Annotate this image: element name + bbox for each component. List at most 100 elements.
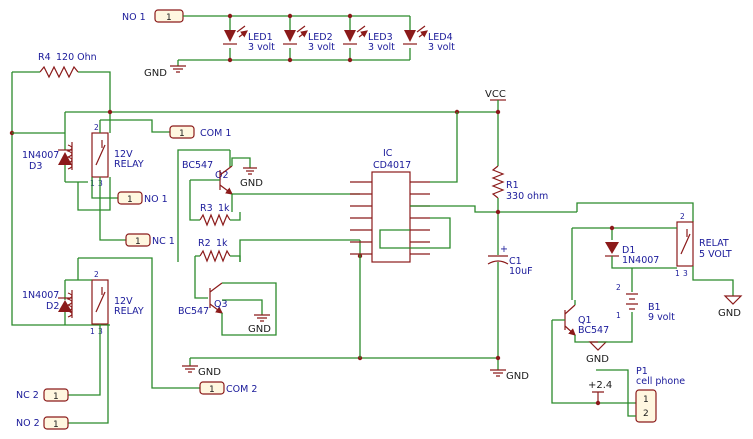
led-2: LED2 3 volt	[283, 16, 335, 60]
svg-text:B1: B1	[648, 302, 661, 313]
gnd-q3: GND	[248, 314, 271, 335]
relay-1: 2 1 3 12V RELAY	[66, 123, 144, 188]
svg-text:R2: R2	[198, 238, 211, 249]
connector-no1[interactable]: 1 NO 1	[117, 191, 168, 205]
gnd-q1: GND	[586, 341, 609, 365]
svg-text:D3: D3	[29, 161, 42, 172]
svg-text:2: 2	[643, 409, 649, 419]
svg-text:VCC: VCC	[485, 89, 506, 100]
svg-text:CD4017: CD4017	[373, 160, 411, 171]
ic-cd4017: IC CD4017	[350, 148, 430, 263]
svg-text:330 ohm: 330 ohm	[506, 191, 548, 202]
svg-text:IC: IC	[383, 148, 393, 159]
led-value: 3 volt	[368, 42, 395, 53]
svg-text:GND: GND	[586, 354, 609, 365]
svg-text:120 Ohn: 120 Ohn	[56, 52, 97, 63]
svg-text:1: 1	[616, 311, 621, 320]
svg-text:Q1: Q1	[578, 315, 592, 326]
svg-text:1k: 1k	[216, 238, 228, 249]
battery-b1: 2 1 B1 9 volt	[616, 283, 675, 323]
svg-text:RELAY: RELAY	[114, 159, 144, 170]
gnd-c1: GND	[490, 369, 529, 382]
svg-text:COM 1: COM 1	[200, 128, 231, 139]
svg-text:D2: D2	[46, 301, 59, 312]
led-value: 3 volt	[308, 42, 335, 53]
svg-text:NC 1: NC 1	[152, 236, 175, 247]
svg-text:GND: GND	[240, 178, 263, 189]
svg-text:C1: C1	[509, 256, 522, 267]
svg-text:1: 1	[675, 269, 680, 278]
svg-text:BC547: BC547	[182, 160, 213, 171]
svg-text:1: 1	[209, 385, 215, 395]
svg-text:R3: R3	[200, 203, 213, 214]
connector-p1-cell-phone[interactable]: P1 cell phone 1 2	[635, 366, 685, 423]
svg-text:2: 2	[94, 270, 99, 279]
svg-text:1: 1	[135, 237, 141, 247]
svg-text:RELAT: RELAT	[699, 238, 729, 249]
svg-text:+2.4: +2.4	[588, 380, 612, 391]
connector-nc1[interactable]: 1 NC 1	[125, 233, 175, 247]
diode-d3: 1N4007 D3	[22, 112, 72, 182]
svg-text:2: 2	[94, 123, 99, 132]
svg-text:BC547: BC547	[178, 306, 209, 317]
svg-text:1: 1	[643, 395, 649, 405]
svg-text:GND: GND	[718, 308, 741, 319]
led-value: 3 volt	[428, 42, 455, 53]
svg-text:5 VOLT: 5 VOLT	[699, 249, 732, 260]
resistor-r1: R1 330 ohm	[491, 165, 548, 202]
diode-d1: D1 1N4007	[605, 242, 659, 266]
svg-text:1k: 1k	[218, 203, 230, 214]
svg-text:2: 2	[680, 212, 685, 221]
vcc-label: VCC	[485, 89, 506, 101]
led-ref: LED4	[428, 32, 453, 43]
led-ref: LED2	[308, 32, 333, 43]
connector-com2[interactable]: 1 COM 2	[199, 381, 257, 395]
connector-com1[interactable]: 1 COM 1	[169, 125, 231, 139]
svg-text:NO 1: NO 1	[144, 194, 168, 205]
svg-text:Q3: Q3	[214, 299, 228, 310]
svg-text:R1: R1	[506, 180, 519, 191]
svg-text:12V: 12V	[114, 296, 133, 307]
svg-text:GND: GND	[506, 371, 529, 382]
svg-text:1N4007: 1N4007	[22, 290, 59, 301]
led-value: 3 volt	[248, 42, 275, 53]
led-4: LED4 3 volt	[403, 16, 455, 60]
connector-no1-top[interactable]: NO 1 1	[122, 9, 184, 23]
transistor-q3: Q3 BC547	[178, 282, 228, 317]
svg-text:NC 2: NC 2	[16, 390, 39, 401]
svg-text:cell phone: cell phone	[636, 376, 685, 387]
svg-text:GND: GND	[198, 367, 221, 378]
svg-text:1: 1	[179, 129, 185, 139]
svg-text:COM 2: COM 2	[226, 384, 257, 395]
svg-text:Q2: Q2	[215, 170, 229, 181]
connector-label: NO 1	[122, 12, 146, 23]
led-1: LED1 3 volt	[223, 16, 275, 60]
svg-text:12V: 12V	[114, 149, 133, 160]
led-ref: LED3	[368, 32, 393, 43]
svg-text:1: 1	[127, 195, 133, 205]
svg-text:GND: GND	[144, 68, 167, 79]
svg-text:NO 2: NO 2	[16, 418, 40, 429]
connector-nc2[interactable]: NC 2 1	[16, 388, 69, 402]
relay-3: 2 1 3 RELAT 5 VOLT	[675, 212, 732, 278]
svg-text:GND: GND	[248, 324, 271, 335]
svg-text:2: 2	[616, 283, 621, 292]
svg-text:RELAY: RELAY	[114, 306, 144, 317]
svg-text:1: 1	[53, 392, 59, 402]
svg-text:1: 1	[90, 327, 95, 336]
svg-text:1N4007: 1N4007	[622, 255, 659, 266]
resistor-r4: R4 120 Ohn	[38, 52, 97, 79]
led-3: LED3 3 volt	[343, 16, 395, 60]
svg-text:P1: P1	[636, 366, 648, 377]
capacitor-c1: + C1 10uF	[487, 244, 533, 277]
diode-d2: 1N4007 D2	[22, 258, 92, 325]
gnd-q2: GND	[240, 167, 263, 189]
svg-text:R4: R4	[38, 52, 51, 63]
led-ref: LED1	[248, 32, 273, 43]
svg-text:1: 1	[53, 420, 59, 430]
svg-text:+: +	[500, 244, 508, 255]
gnd-symbol-leds: GND	[144, 60, 186, 79]
power-plus-2-4: +2.4	[588, 380, 612, 403]
connector-no2[interactable]: NO 2 1	[16, 416, 69, 430]
